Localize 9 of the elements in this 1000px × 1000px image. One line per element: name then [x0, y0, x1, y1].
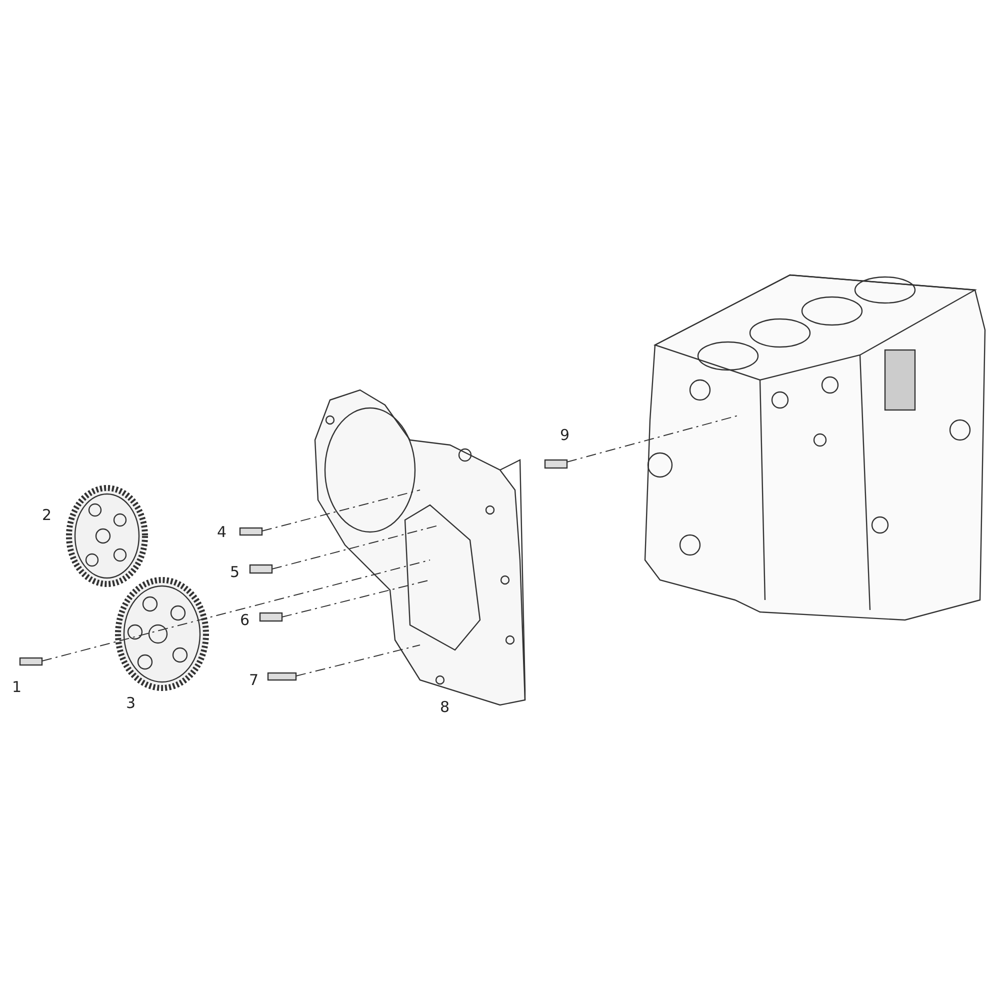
callout-number: 8 [440, 700, 450, 715]
callout-number: 2 [42, 508, 52, 523]
callout-number: 3 [126, 696, 136, 711]
callout-number: 1 [12, 680, 22, 695]
callout-number: 9 [560, 428, 570, 443]
callout-number: 7 [249, 673, 259, 688]
callout-number: 6 [240, 613, 250, 628]
callout-number: 5 [230, 565, 240, 580]
callout-number: 4 [217, 525, 227, 540]
